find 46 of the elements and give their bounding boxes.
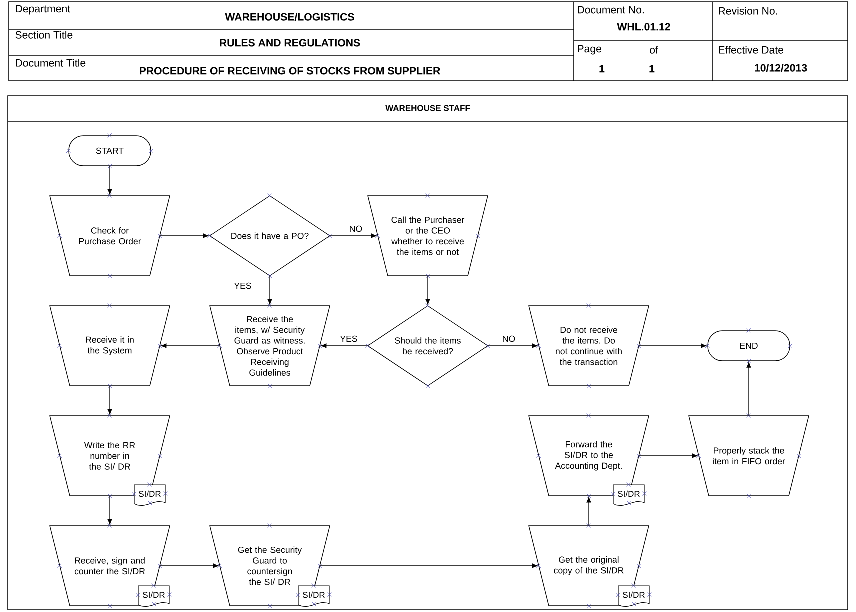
- field-label: Department: [16, 5, 70, 15]
- arrow: [160, 564, 219, 568]
- terminator: START: [68, 136, 152, 166]
- terminator: END: [708, 330, 790, 362]
- arrow: [321, 344, 368, 348]
- node-label: SI/DR: [143, 592, 165, 598]
- trapezoid-box: Call the Purchaser or the CEO whether to receive the items or not: [368, 196, 488, 276]
- field-label: Revision No.: [719, 7, 778, 15]
- trapezoid-box: Check for Purchase Order: [50, 196, 170, 276]
- field-value: 1: [600, 65, 605, 73]
- arrow: [108, 496, 112, 525]
- node-label: SI/DR: [303, 592, 325, 598]
- edge-label: NO: [348, 224, 364, 234]
- field-value: 1: [650, 65, 655, 73]
- trapezoid-box: Do not receive the items. Do not continue with the transaction: [528, 306, 650, 386]
- field-label: of: [650, 46, 658, 54]
- arrow: [586, 497, 592, 526]
- arrow: [330, 234, 377, 238]
- field-label: Section Title: [16, 31, 73, 39]
- arrow: [746, 362, 752, 416]
- arrow: [108, 386, 112, 415]
- trapezoid-box: Receive it in the System: [50, 306, 170, 386]
- arrow: [160, 234, 209, 238]
- edge-label: YES: [339, 334, 359, 344]
- arrow: [426, 276, 430, 305]
- arrow: [638, 454, 698, 458]
- trapezoid-box: Receive the items, w/ Security Guard as witness. Observe Product Receiving Guidelines: [210, 306, 330, 386]
- field-label: Page: [578, 45, 602, 55]
- field-value: WHL.01.12: [617, 23, 670, 31]
- field-value: RULES AND REGULATIONS: [220, 39, 360, 47]
- trapezoid-box: Properly stack the item in FIFO order: [688, 416, 810, 496]
- node-label: SI/DR: [623, 592, 645, 598]
- field-label: Effective Date: [719, 46, 784, 54]
- arrow: [320, 564, 538, 568]
- edge-label: NO: [501, 334, 517, 344]
- arrow: [108, 166, 112, 195]
- field-value: 10/12/2013: [755, 64, 808, 72]
- edge-label: YES: [233, 282, 253, 290]
- field-label: Document Title: [16, 59, 86, 67]
- arrow: [488, 344, 538, 348]
- field-label: Document No.: [578, 6, 644, 14]
- arrow: [268, 276, 272, 305]
- arrow: [161, 344, 220, 348]
- field-value: PROCEDURE OF RECEIVING OF STOCKS FROM SUPPLIER: [140, 67, 440, 75]
- field-value: WAREHOUSE/LOGISTICS: [225, 13, 354, 21]
- arrow: [638, 344, 707, 348]
